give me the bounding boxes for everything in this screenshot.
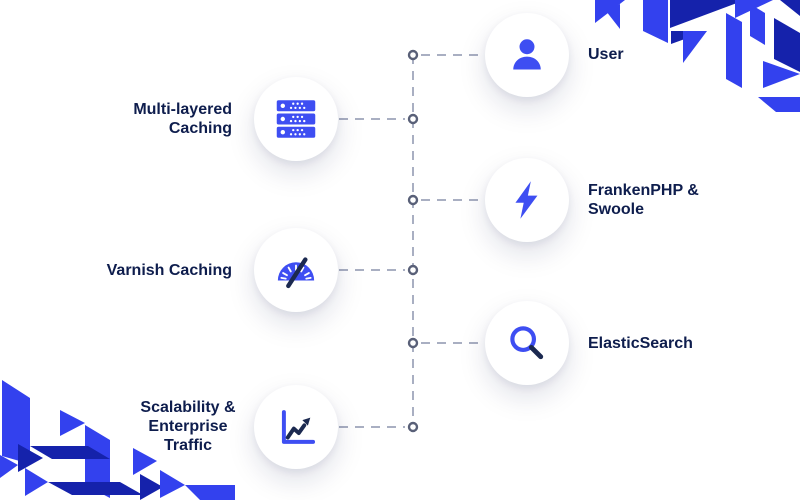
lightning-icon	[515, 181, 538, 219]
node-label-user: User	[588, 46, 624, 63]
magnifier-icon	[510, 326, 544, 360]
node-user-circle	[485, 13, 569, 97]
junction-dot	[407, 421, 419, 433]
line-chart-icon	[281, 410, 316, 444]
decoration-top-right	[595, 0, 800, 112]
gauge-icon	[277, 257, 315, 289]
node-multilayer-cache-circle	[254, 77, 338, 161]
server-stack-icon	[276, 100, 316, 138]
node-label-elasticsearch: ElasticSearch	[588, 335, 693, 352]
junction-dot	[407, 49, 419, 61]
node-label-frankenphp: FrankenPHP & Swoole	[588, 182, 699, 218]
junction-dot	[407, 194, 419, 206]
node-frankenphp-circle	[485, 158, 569, 242]
node-label-scalability: Scalability & Enterprise Traffic	[140, 399, 236, 454]
node-label-varnish: Varnish Caching	[106, 262, 232, 279]
junction-dot	[407, 337, 419, 349]
node-varnish-circle	[254, 228, 338, 312]
node-scalability-circle	[254, 385, 338, 469]
node-elasticsearch-circle	[485, 301, 569, 385]
node-label-multilayer-cache: Multi-layered Caching	[133, 101, 232, 137]
user-icon	[513, 39, 541, 70]
junction-dot	[407, 264, 419, 276]
junction-dot	[407, 113, 419, 125]
